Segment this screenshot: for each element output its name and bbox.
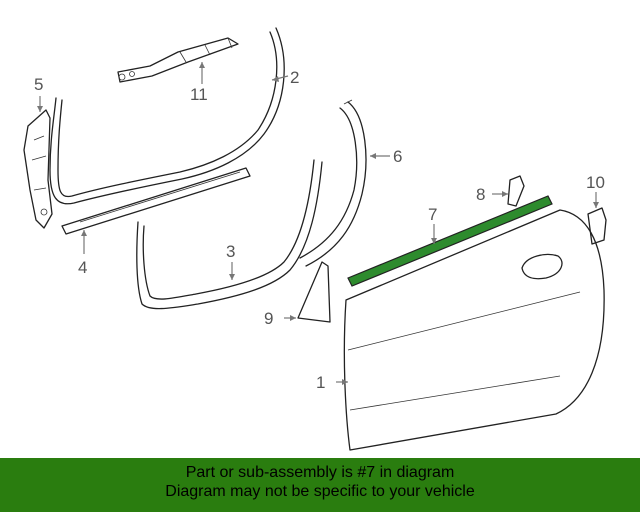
part-4-sill-strip bbox=[61, 167, 251, 235]
callout-11: 11 bbox=[190, 85, 208, 104]
callout-7: 7 bbox=[428, 205, 437, 224]
leader-lines bbox=[39, 62, 597, 383]
callout-6: 6 bbox=[393, 147, 402, 166]
arrow-heads bbox=[37, 62, 599, 385]
part-7-belt-molding bbox=[347, 195, 553, 287]
part-7-highlight bbox=[347, 195, 553, 287]
callout-5: 5 bbox=[34, 75, 43, 94]
part-6-glass-run bbox=[299, 99, 367, 267]
callout-2: 2 bbox=[290, 68, 299, 87]
banner-line-2: Diagram may not be specific to your vehi… bbox=[165, 483, 475, 500]
part-1-door-shell bbox=[343, 209, 605, 451]
part-9-corner-patch bbox=[297, 261, 331, 323]
callout-1: 1 bbox=[316, 373, 325, 392]
part-3-door-seal bbox=[136, 159, 323, 310]
part-10-cap bbox=[587, 207, 607, 245]
callout-9: 9 bbox=[264, 309, 273, 328]
callout-3: 3 bbox=[226, 242, 235, 261]
part-11-duct bbox=[117, 37, 239, 83]
callout-10: 10 bbox=[586, 173, 605, 192]
parts-diagram: 1 2 3 4 5 6 7 8 9 10 11 bbox=[23, 27, 607, 451]
callout-4: 4 bbox=[78, 258, 87, 277]
banner-line-1: Part or sub-assembly is #7 in diagram bbox=[185, 464, 455, 481]
info-banner: Part or sub-assembly is #7 in diagram Di… bbox=[0, 458, 640, 512]
part-5-bracket bbox=[23, 109, 53, 229]
callout-labels: 1 2 3 4 5 6 7 8 9 10 11 bbox=[34, 68, 605, 392]
part-2-opening-seal bbox=[49, 27, 285, 205]
part-8-clip bbox=[507, 175, 525, 207]
callout-8: 8 bbox=[476, 185, 485, 204]
